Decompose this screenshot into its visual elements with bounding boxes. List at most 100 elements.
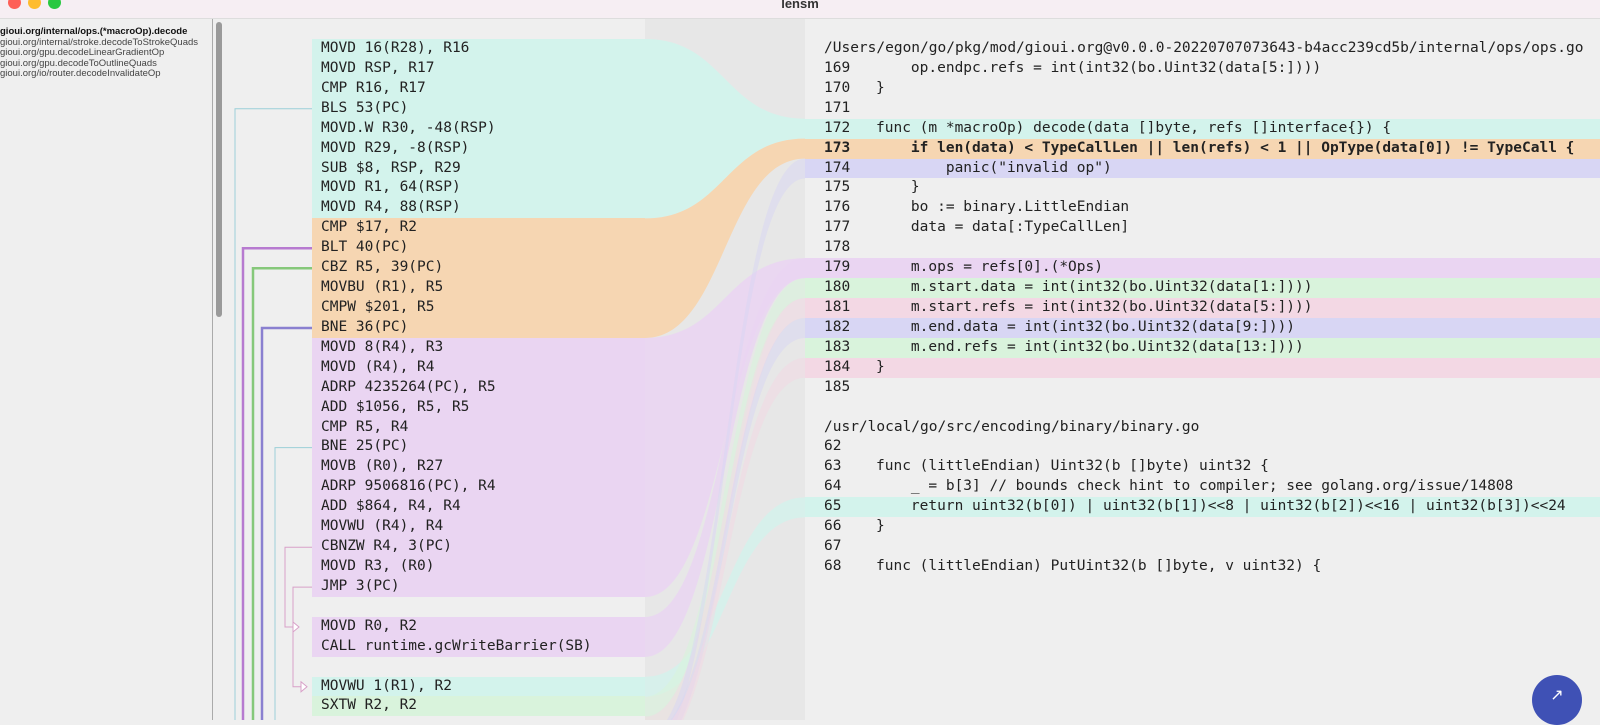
source-line[interactable]: 174 panic("invalid op") (805, 158, 1600, 179)
asm-instruction[interactable]: MOVD (R4), R4 (312, 357, 645, 378)
line-number: 174 (824, 159, 851, 176)
source-text: } (876, 518, 885, 535)
source-line[interactable]: 182 m.end.data = int(int32(bo.Uint32(dat… (805, 317, 1600, 338)
source-text: data = data[:TypeCallLen] (876, 219, 1130, 236)
function-item[interactable]: gioui.org/internal/ops.(*macroOp).decode (0, 26, 188, 37)
asm-instruction[interactable]: MOVWU 1(R1), R2 (312, 676, 645, 697)
line-number: 66 (824, 518, 842, 535)
asm-instruction[interactable]: MOVD 16(R28), R16 (312, 39, 645, 59)
asm-instruction[interactable]: CMP R16, R17 (312, 78, 645, 99)
source-line[interactable]: /Users/egon/go/pkg/mod/gioui.org@v0.0.0-… (805, 39, 1600, 59)
source-line[interactable]: 177 data = data[:TypeCallLen] (805, 218, 1600, 238)
asm-instruction[interactable]: MOVD 8(R4), R3 (312, 337, 645, 358)
link-band (645, 258, 805, 598)
asm-instruction[interactable]: MOVD R3, (R0) (312, 556, 645, 577)
asm-instruction[interactable]: SXTW R2, R2 (312, 696, 645, 717)
jump-arrow-icon (292, 620, 300, 634)
asm-instruction[interactable]: MOVBU (R1), R5 (312, 278, 645, 298)
asm-instruction[interactable]: ADRP 9506816(PC), R4 (312, 477, 645, 498)
source-line[interactable]: 62 (805, 437, 1600, 457)
link-band (645, 138, 805, 338)
source-text: } (876, 179, 920, 196)
source-line[interactable]: 169 op.endpc.refs = int(int32(bo.Uint32(… (805, 59, 1600, 79)
open-external-button[interactable]: ↗ (1532, 675, 1582, 725)
title-bar: lensm (0, 0, 1600, 19)
function-item[interactable]: gioui.org/gpu.decodeToOutlineQuads (0, 57, 157, 69)
source-view: /Users/egon/go/pkg/mod/gioui.org@v0.0.0-… (805, 39, 1600, 577)
line-number: 181 (824, 298, 851, 315)
maximize-window-button[interactable] (48, 0, 61, 9)
function-item[interactable]: gioui.org/internal/stroke.decodeToStroke… (0, 36, 199, 48)
asm-instruction[interactable]: CBNZW R4, 3(PC) (312, 537, 645, 557)
source-line[interactable]: 176 bo := binary.LittleEndian (805, 198, 1600, 218)
asm-instruction[interactable]: ADRP 4235264(PC), R5 (312, 377, 645, 398)
source-line[interactable]: 180 m.start.data = int(int32(bo.Uint32(d… (805, 278, 1600, 298)
open-external-icon: ↗ (1550, 687, 1564, 704)
asm-instruction[interactable] (312, 657, 645, 677)
asm-instruction[interactable]: CMPW $201, R5 (312, 297, 645, 318)
function-item[interactable]: gioui.org/gpu.decodeLinearGradientOp (0, 47, 165, 58)
source-line[interactable]: 171 (805, 99, 1600, 119)
line-number: 65 (824, 498, 842, 515)
asm-instruction[interactable]: BNE 36(PC) (312, 317, 645, 338)
source-line[interactable]: 173 if len(data) < TypeCallLen || len(re… (805, 138, 1600, 159)
asm-instruction[interactable]: CMP R5, R4 (312, 417, 645, 438)
line-number: 64 (824, 478, 842, 495)
source-line[interactable]: 65 return uint32(b[0]) | uint32(b[1])<<8… (805, 497, 1600, 518)
source-line[interactable]: 64 _ = b[3] // bounds check hint to comp… (805, 477, 1600, 497)
minimize-window-button[interactable] (28, 0, 41, 9)
asm-instruction[interactable]: BLS 53(PC) (312, 98, 645, 119)
source-line[interactable] (805, 398, 1600, 418)
line-number: 178 (824, 239, 851, 256)
line-number: 182 (824, 318, 851, 335)
asm-instruction[interactable]: MOVD R4, 88(RSP) (312, 198, 645, 219)
source-line[interactable]: 66} (805, 517, 1600, 537)
jump-line (274, 447, 312, 720)
source-line[interactable]: 67 (805, 537, 1600, 557)
line-number: 183 (824, 338, 851, 355)
asm-instruction[interactable]: CBZ R5, 39(PC) (312, 258, 645, 279)
source-line[interactable]: 183 m.end.refs = int(int32(bo.Uint32(dat… (805, 337, 1600, 358)
asm-instruction[interactable]: BNE 25(PC) (312, 437, 645, 458)
source-line[interactable]: 175 } (805, 178, 1600, 198)
line-number: 62 (824, 438, 842, 455)
source-line[interactable]: 184} (805, 357, 1600, 378)
source-line[interactable]: 170} (805, 79, 1600, 99)
source-line[interactable]: 178 (805, 238, 1600, 258)
asm-instruction[interactable]: MOVD R1, 64(RSP) (312, 178, 645, 199)
asm-instruction[interactable]: MOVWU (R4), R4 (312, 517, 645, 538)
close-window-button[interactable] (8, 0, 21, 9)
jump-line (251, 266, 312, 720)
asm-instruction[interactable]: CALL runtime.gcWriteBarrier(SB) (312, 636, 645, 657)
scrollbar[interactable] (216, 22, 222, 317)
asm-instruction[interactable]: ADD $864, R4, R4 (312, 497, 645, 518)
jump-line (284, 546, 312, 628)
asm-instruction[interactable]: SUB $8, RSP, R29 (312, 158, 645, 179)
asm-instruction[interactable]: JMP 3(PC) (312, 576, 645, 597)
asm-instruction[interactable]: ADD $1056, R5, R5 (312, 397, 645, 418)
asm-instruction[interactable]: MOVD R0, R2 (312, 616, 645, 637)
source-text: /usr/local/go/src/encoding/binary/binary… (824, 418, 1200, 435)
asm-instruction[interactable]: MOVB (R0), R27 (312, 457, 645, 478)
source-line[interactable]: 185 (805, 378, 1600, 398)
source-line[interactable]: /usr/local/go/src/encoding/binary/binary… (805, 418, 1600, 438)
source-line[interactable]: 181 m.start.refs = int(int32(bo.Uint32(d… (805, 297, 1600, 318)
asm-instruction[interactable]: MOVD.W R30, -48(RSP) (312, 118, 645, 139)
source-text: m.end.refs = int(int32(bo.Uint32(data[13… (876, 338, 1304, 355)
source-text: m.ops = refs[0].(*Ops) (876, 259, 1103, 276)
source-text: func (littleEndian) PutUint32(b []byte, … (876, 557, 1322, 574)
function-item[interactable]: gioui.org/io/router.decodeInvalidateOp (0, 68, 161, 79)
asm-instruction[interactable]: CMP $17, R2 (312, 218, 645, 239)
asm-instruction[interactable] (312, 597, 645, 617)
line-number: 169 (824, 59, 851, 76)
asm-instruction[interactable]: BLT 40(PC) (312, 238, 645, 259)
source-line[interactable]: 179 m.ops = refs[0].(*Ops) (805, 258, 1600, 279)
link-band (645, 298, 805, 720)
asm-instruction[interactable]: MOVD R29, -8(RSP) (312, 138, 645, 159)
asm-instruction[interactable]: MOVD RSP, R17 (312, 58, 645, 79)
line-number: 172 (824, 119, 851, 136)
